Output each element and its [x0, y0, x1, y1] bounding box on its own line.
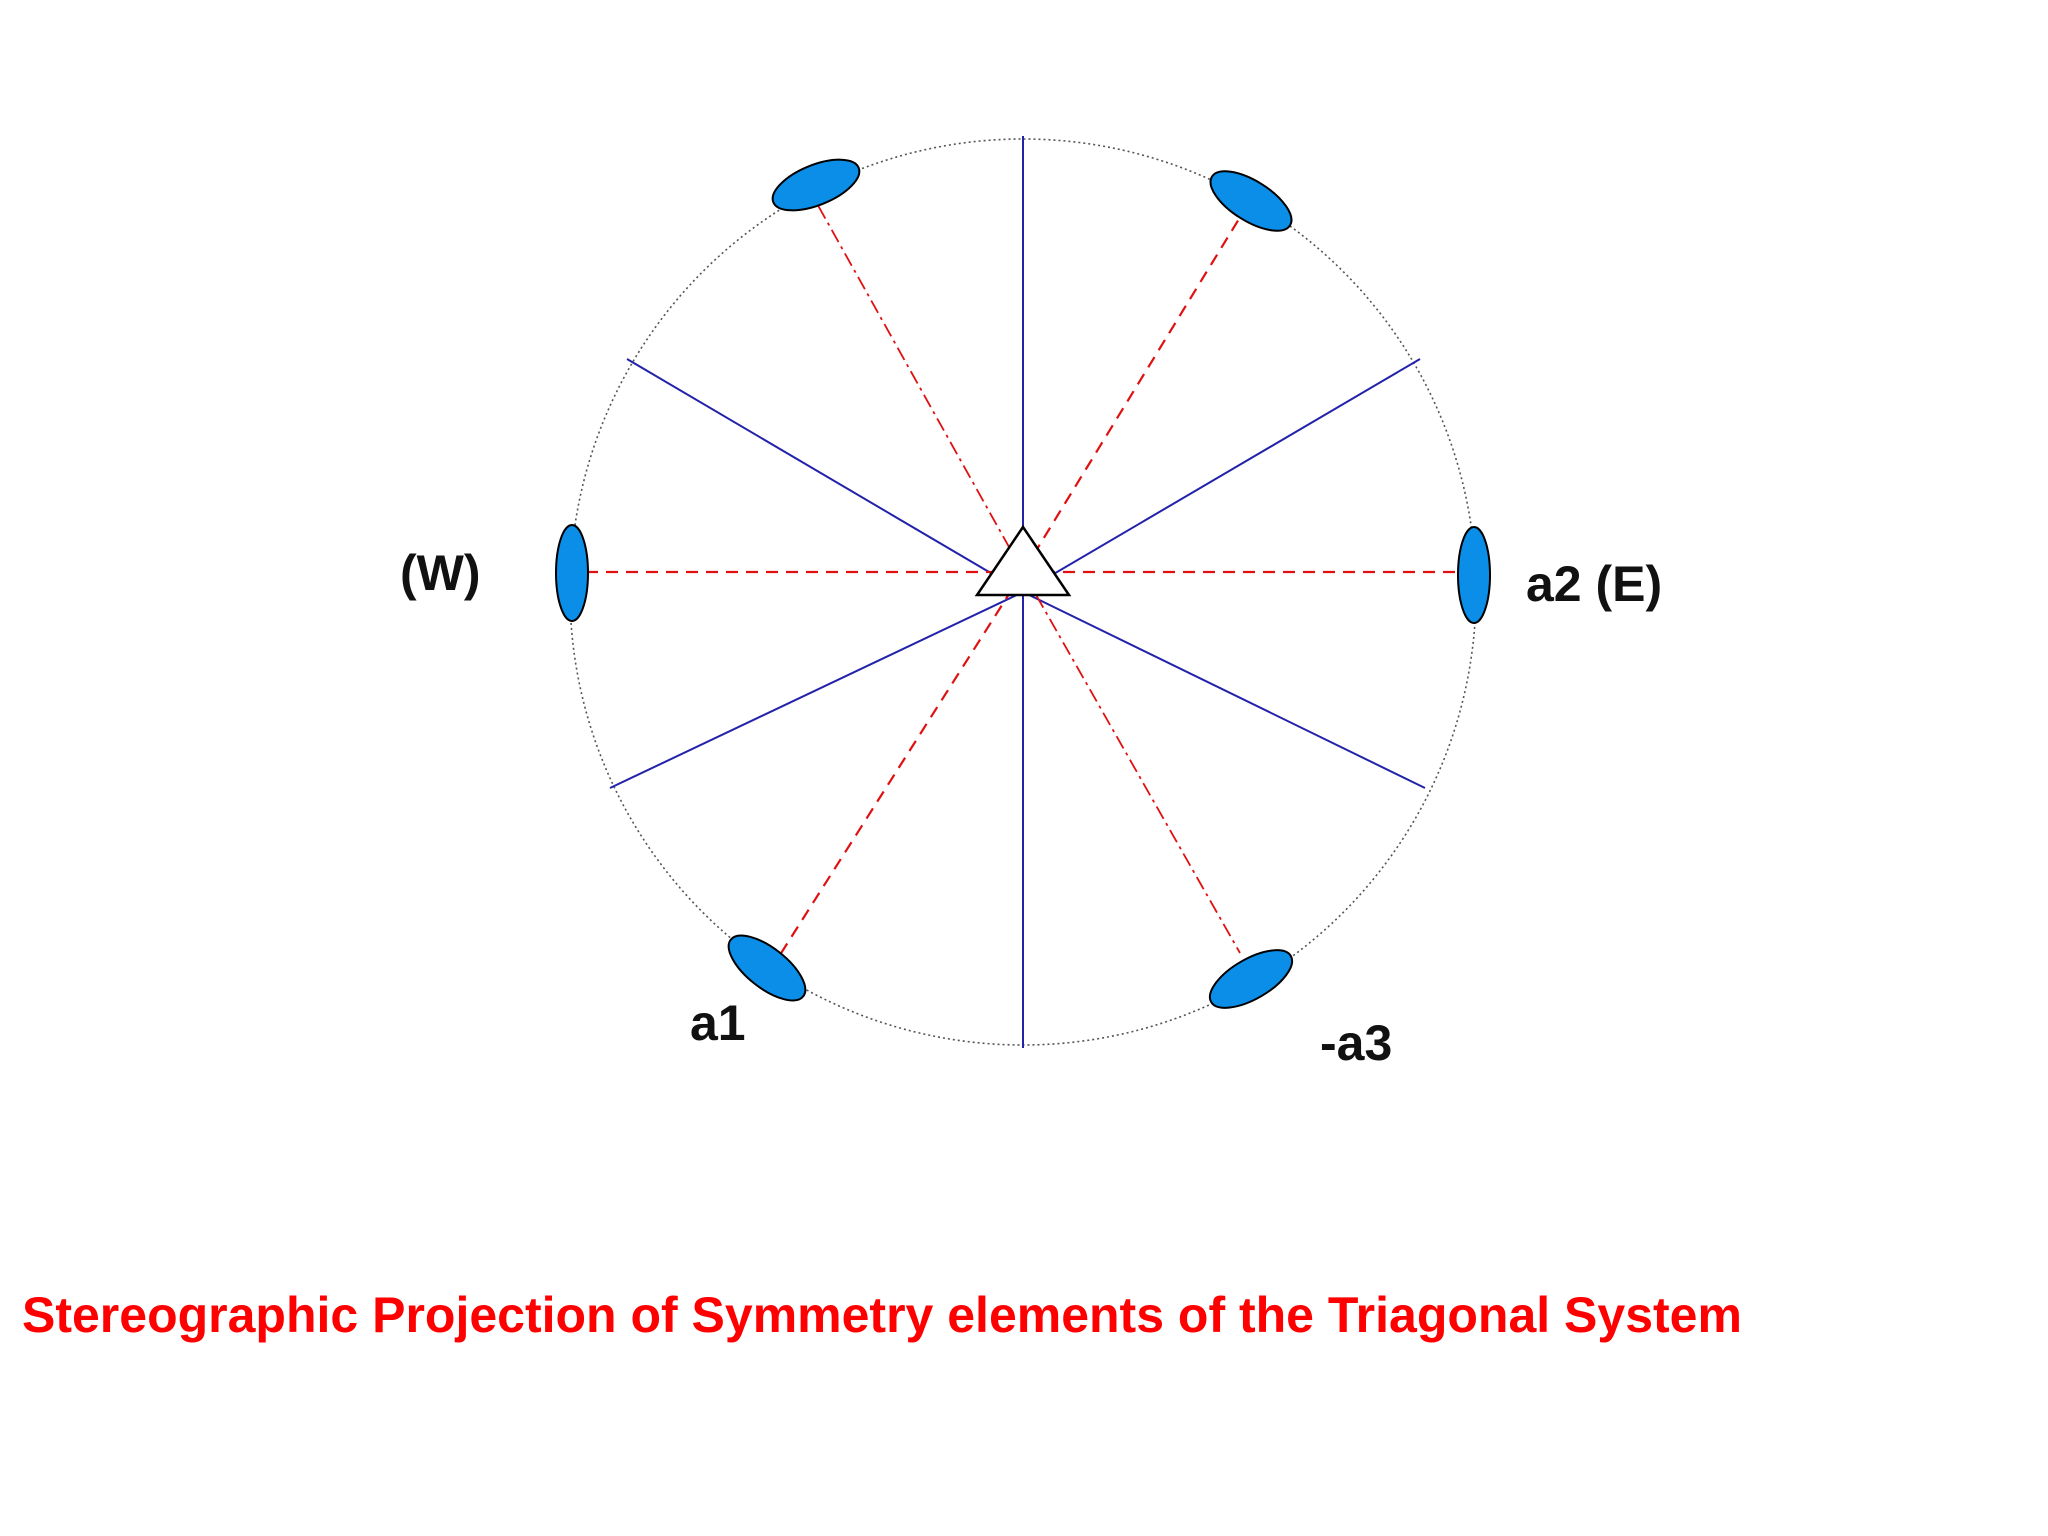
lens-ellipse-icon	[727, 934, 807, 1002]
mirror-plane-upper-right	[1022, 358, 1421, 593]
twofold-axis-line-upper-left	[814, 199, 1024, 573]
twofold-axis-lines	[586, 199, 1462, 959]
lens-ellipse-icon	[771, 158, 861, 212]
label-west: (W)	[400, 545, 481, 601]
twofold-axis-symbols	[555, 158, 1491, 1009]
mirror-plane-lower-right	[1022, 591, 1426, 789]
label-a1: a1	[690, 995, 746, 1051]
figure-caption: Stereographic Projection of Symmetry ele…	[22, 1287, 1742, 1343]
mirror-plane-lower-left	[609, 591, 1024, 789]
mirror-plane-upper-left	[626, 358, 1024, 593]
label-a2-east: a2 (E)	[1526, 556, 1662, 612]
triangle-icon	[974, 524, 1072, 597]
twofold-axis-line-a1	[777, 571, 1024, 959]
label-neg-a3: -a3	[1320, 1015, 1392, 1071]
twofold-axis-line-neg-a3	[1022, 571, 1241, 954]
lens-ellipse-icon	[1208, 949, 1294, 1009]
lens-ellipse-icon	[1457, 526, 1491, 624]
twofold-axis-line-upper-right	[1022, 213, 1243, 573]
lens-ellipse-icon	[1209, 170, 1293, 232]
lens-ellipse-icon	[555, 524, 589, 622]
